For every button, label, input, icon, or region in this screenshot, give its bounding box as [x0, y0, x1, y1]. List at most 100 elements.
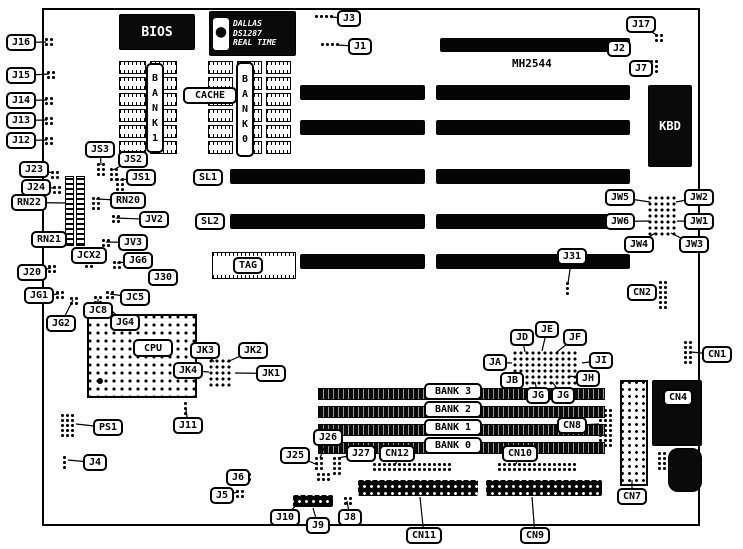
label-j4: J4 [83, 454, 108, 471]
isa-slot [440, 38, 630, 52]
memory-chip [119, 125, 146, 138]
memory-chip [208, 61, 233, 74]
memory-chip [266, 125, 291, 138]
pin-block [62, 455, 67, 470]
pin-block [657, 451, 667, 471]
board-text: MH2544 [512, 57, 552, 70]
pin-block [497, 462, 577, 472]
label-j13: J13 [6, 112, 37, 129]
label-jg-2: JG [551, 387, 576, 404]
resistor-network [76, 176, 85, 246]
label-cn11: CN11 [406, 527, 443, 544]
label-jf: JF [563, 329, 588, 346]
label-jc8: JC8 [83, 302, 114, 319]
label-js2: JS2 [118, 151, 149, 168]
label-jg: JG [526, 387, 551, 404]
label-j5: J5 [210, 487, 235, 504]
label-sl2: SL2 [195, 213, 226, 230]
pin-block [598, 408, 613, 448]
pin-block [654, 33, 664, 43]
label-jw2: JW2 [684, 189, 715, 206]
label-j2: J2 [607, 40, 632, 57]
pin-block [183, 401, 188, 416]
label-jw4: JW4 [624, 236, 655, 253]
resistor-network [65, 176, 74, 246]
label-j31: J31 [557, 248, 588, 265]
label-jw6: JW6 [605, 213, 636, 230]
memory-chip [208, 109, 233, 122]
label-j8: J8 [338, 509, 363, 526]
isa-slot [300, 120, 425, 135]
memory-chip [266, 93, 291, 106]
label-cn8: CN8 [557, 417, 588, 434]
pin-block [96, 162, 106, 177]
label-jk2: JK2 [238, 342, 269, 359]
pin-block [69, 296, 79, 306]
label-j11: J11 [173, 417, 204, 434]
bios-chip: BIOS [119, 14, 195, 50]
pin-block [105, 290, 115, 300]
simm-bank-label: BANK 2 [424, 401, 482, 418]
label-cn2: CN2 [627, 284, 658, 301]
pin-block [46, 70, 56, 80]
label-jh: JH [576, 370, 601, 387]
label-j6: J6 [226, 469, 251, 486]
simm-bank-label: BANK 3 [424, 383, 482, 400]
memory-chip [119, 109, 146, 122]
label-j25: J25 [280, 447, 311, 464]
label-ji: JI [589, 352, 614, 369]
isa-slot [230, 214, 425, 229]
label-j17: J17 [626, 16, 657, 33]
label-j12: J12 [6, 132, 37, 149]
rtc-chip-text: DALLAS DS1287 REAL TIME [233, 19, 277, 48]
pin-block [343, 496, 353, 506]
cn9-header [486, 480, 602, 496]
pin-block [55, 290, 65, 300]
label-jv3: JV3 [118, 234, 149, 251]
pin-block [47, 264, 57, 274]
pin-block [565, 281, 570, 296]
cpu-label: CPU [133, 339, 173, 357]
label-j1: J1 [348, 38, 373, 55]
label-rn20: RN20 [110, 192, 147, 209]
label-tag: TAG [233, 257, 264, 274]
dallas-logo-icon [213, 17, 229, 50]
label-je: JE [535, 321, 560, 338]
pin-block [314, 456, 324, 471]
bank1-cache-label: B A N K 1 [146, 63, 164, 153]
label-sl1: SL1 [193, 169, 224, 186]
memory-chip [119, 61, 146, 74]
isa-slot [436, 169, 630, 184]
isa-slot [230, 169, 425, 184]
memory-chip [266, 77, 291, 90]
label-jg6: JG6 [123, 252, 154, 269]
label-jg1: JG1 [24, 287, 55, 304]
bank0-cache-label: B A N K 0 [236, 62, 254, 157]
label-j14: J14 [6, 92, 37, 109]
label-jw3: JW3 [679, 236, 710, 253]
label-jk4: JK4 [173, 362, 204, 379]
label-jg2: JG2 [46, 315, 77, 332]
cn11-header [358, 480, 478, 496]
label-cn7: CN7 [617, 488, 648, 505]
pin-block [235, 489, 245, 499]
memory-chip [266, 141, 291, 154]
label-j9: J9 [306, 517, 331, 534]
pin-block [683, 340, 693, 365]
pin-block [115, 177, 125, 192]
memory-chip [119, 77, 146, 90]
pin-block [44, 136, 54, 146]
memory-chip [266, 109, 291, 122]
isa-slot [300, 254, 425, 269]
pin-block [60, 413, 75, 438]
kbd-connector: KBD [648, 85, 692, 167]
label-j10: J10 [270, 509, 301, 526]
label-cn4: CN4 [663, 389, 694, 406]
isa-slot [436, 254, 630, 269]
label-rn21: RN21 [31, 231, 68, 248]
j9-j10-header [293, 495, 333, 507]
cache-label: CACHE [183, 87, 237, 104]
rtc-chip: DALLAS DS1287 REAL TIME [209, 11, 296, 56]
label-jw1: JW1 [684, 213, 715, 230]
